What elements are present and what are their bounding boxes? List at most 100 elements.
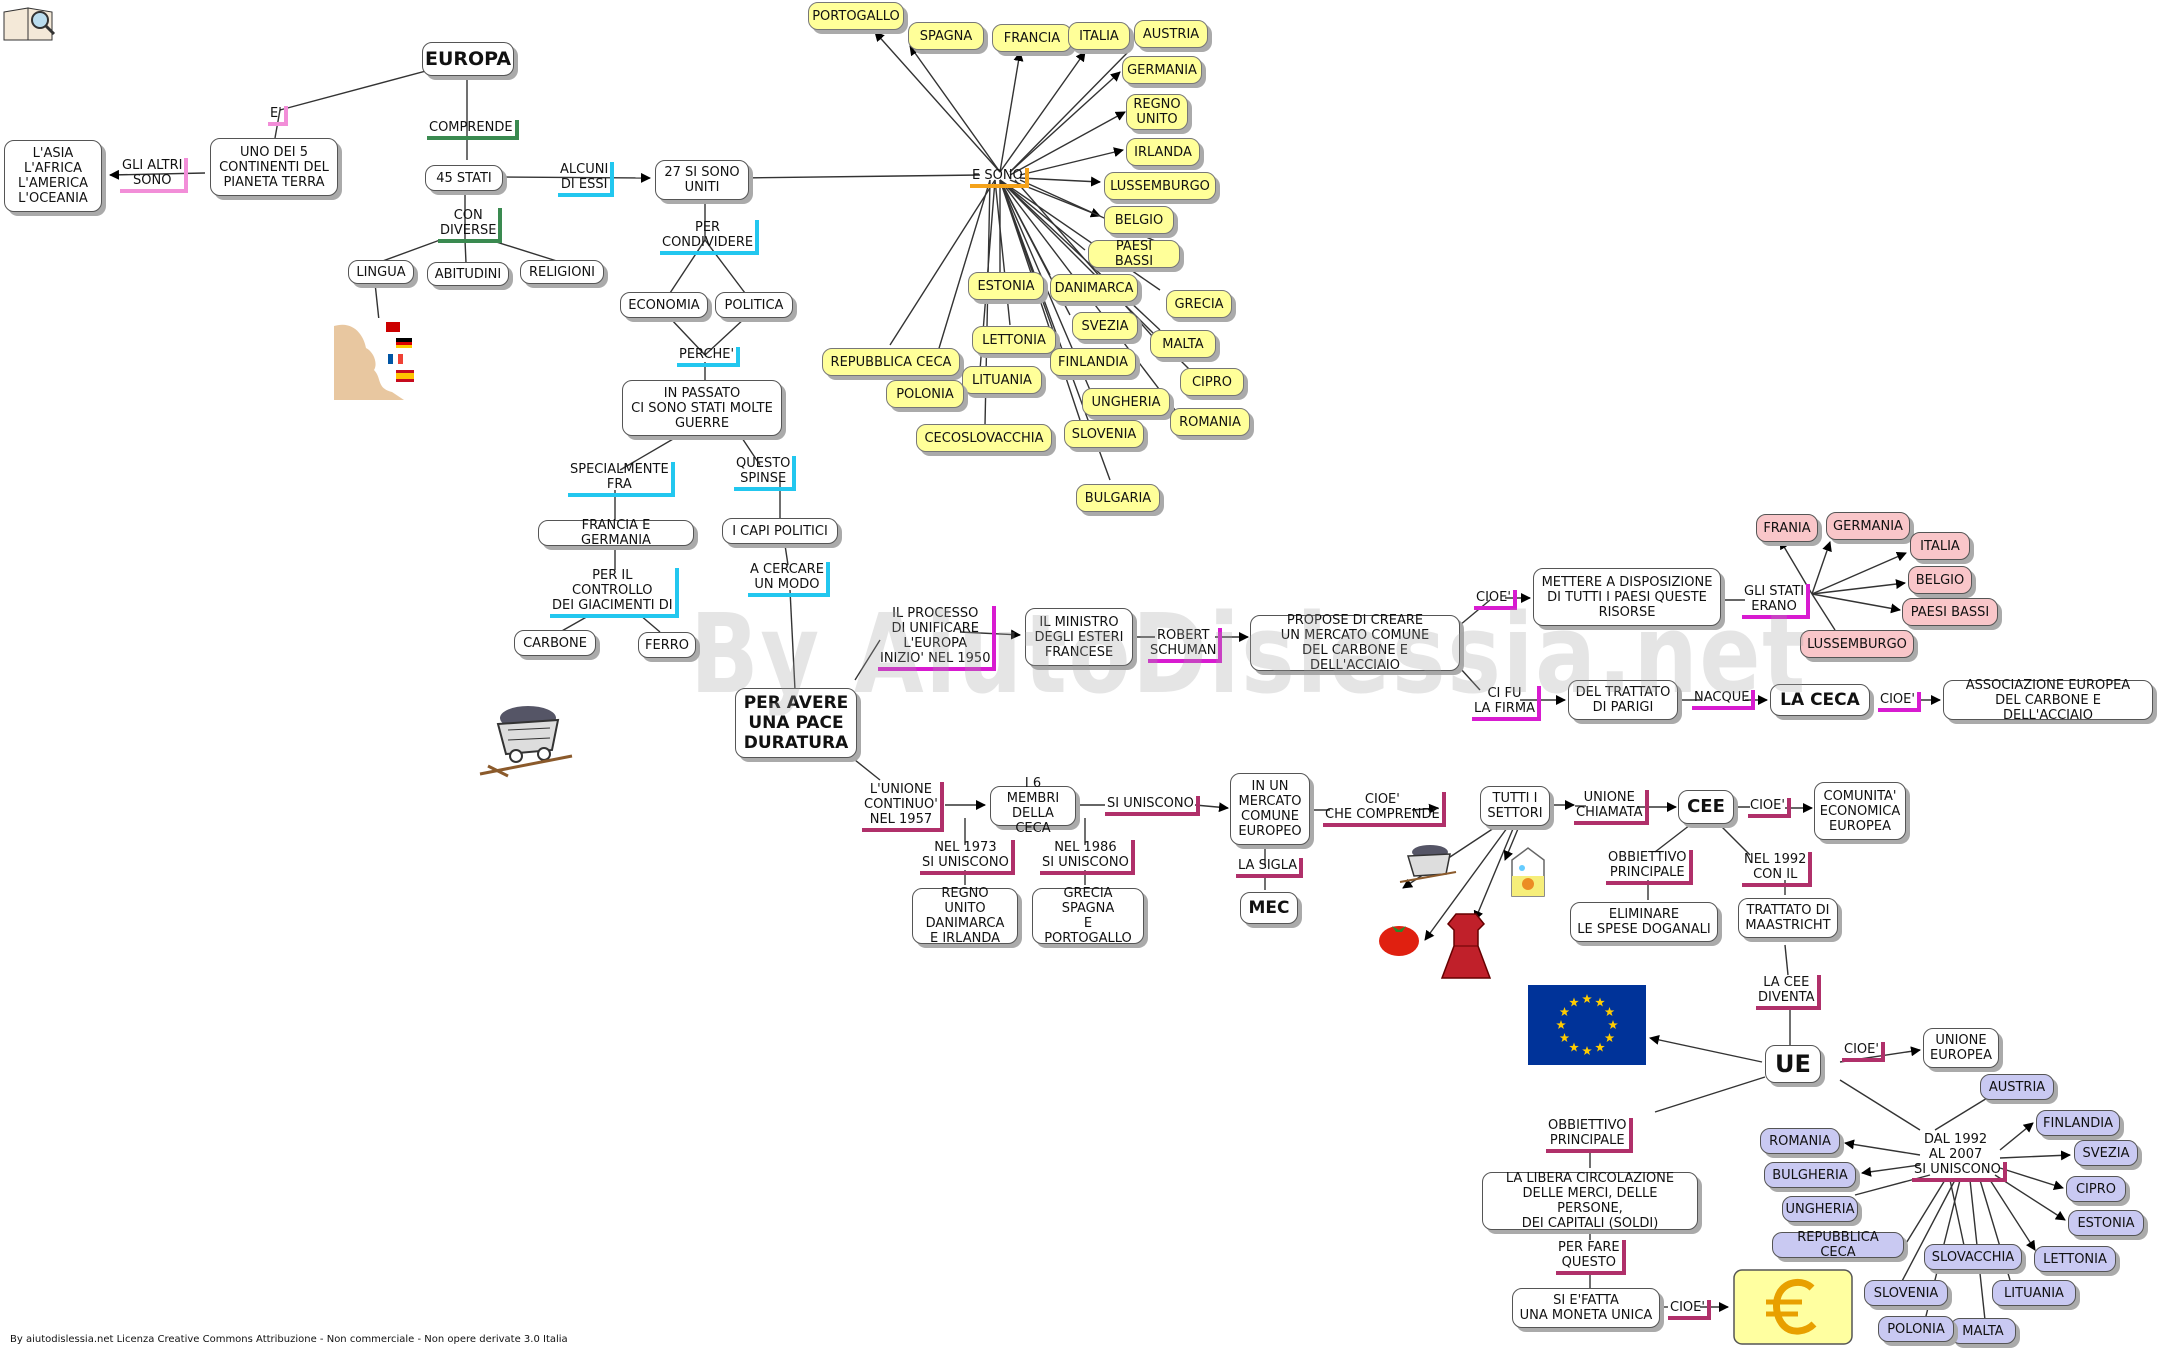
country-yellow: SVEZIA	[1072, 312, 1138, 340]
label-e: E'	[268, 106, 288, 126]
node-altri-continenti: L'ASIA L'AFRICA L'AMERICA L'OCEANIA	[4, 140, 102, 212]
country-yellow: ESTONIA	[968, 272, 1044, 300]
label-si-uniscono-2: SI UNISCONO	[1912, 1162, 2007, 1182]
euro-sign-image	[1733, 1269, 1853, 1345]
node-uno-dei-5: UNO DEI 5 CONTINENTI DEL PIANETA TERRA	[210, 138, 338, 196]
tomato-image	[1379, 926, 1419, 956]
country-yellow: REGNO UNITO	[1126, 94, 1188, 130]
label-ci-fu-la-firma: CI FU LA FIRMA	[1472, 686, 1542, 721]
label-per-condividere: PER CONDIVIDERE	[660, 220, 760, 255]
country-violet: LITUANIA	[1992, 1280, 2076, 1306]
node-la-ceca: LA CECA	[1770, 684, 1870, 716]
node-europa: EUROPA	[422, 42, 514, 76]
label-e-sono: E SONO	[970, 168, 1029, 188]
country-yellow: REPUBBLICA CECA	[822, 348, 960, 376]
node-politica: POLITICA	[715, 292, 793, 318]
node-guerre: IN PASSATO CI SONO STATI MOLTE GUERRE	[622, 380, 782, 436]
node-moneta-unica: SI E'FATTA UNA MONETA UNICA	[1512, 1288, 1660, 1328]
label-gli-stati-erano: GLI STATI ERANO	[1742, 584, 1811, 619]
license-footer: By aiutodislessia.net Licenza Creative C…	[10, 1334, 568, 1345]
country-yellow: IRLANDA	[1126, 138, 1200, 166]
milk-carton-image	[1511, 847, 1545, 897]
country-pink: PAESI BASSI	[1902, 598, 1998, 626]
node-45-stati: 45 STATI	[425, 165, 503, 191]
eu-star	[1569, 997, 1579, 1007]
eu-star	[1559, 1033, 1570, 1042]
node-mec: MEC	[1240, 892, 1298, 924]
eu-star	[1595, 1042, 1605, 1052]
label-robert-schuman: ROBERT SCHUMAN	[1148, 628, 1223, 663]
country-violet: CIPRO	[2066, 1176, 2126, 1202]
node-economia: ECONOMIA	[620, 292, 708, 318]
node-eliminare: ELIMINARE LE SPESE DOGANALI	[1570, 902, 1718, 942]
country-violet: ROMANIA	[1760, 1128, 1840, 1154]
label-per-fare-questo: PER FARE QUESTO	[1556, 1240, 1626, 1275]
label-dal-1992-al-2007: DAL 1992 AL 2007	[1924, 1132, 1988, 1162]
country-violet: UNGHERIA	[1782, 1196, 1858, 1222]
label-nel-1986: NEL 1986 SI UNISCONO	[1040, 840, 1135, 875]
label-cioe-5: CIOE'	[1668, 1300, 1711, 1320]
label-cioe-che-comprende: CIOE' CHE COMPRENDE	[1323, 792, 1446, 827]
label-questo-spinse: QUESTO SPINSE	[734, 456, 797, 491]
country-yellow: PORTOGALLO	[808, 2, 904, 30]
country-pink: FRANIA	[1756, 514, 1818, 542]
node-associazione: ASSOCIAZIONE EUROPEA DEL CARBONE E DELL'…	[1943, 678, 2153, 723]
country-yellow: PAESI BASSI	[1088, 239, 1180, 269]
country-yellow: DANIMARCA	[1050, 274, 1138, 302]
label-si-uniscono: SI UNISCONO	[1105, 796, 1200, 816]
country-violet: FINLANDIA	[2036, 1110, 2120, 1136]
label-con-diverse: CON DIVERSE	[438, 208, 503, 243]
label-obbiettivo-2: OBBIETTIVO PRINCIPALE	[1546, 1118, 1633, 1153]
mine-cart-image	[479, 706, 573, 778]
label-alcuni-di-essi: ALCUNI DI ESSI	[558, 162, 615, 197]
node-carbone: CARBONE	[514, 630, 596, 656]
country-pink: BELGIO	[1908, 566, 1972, 594]
label-gli-altri-sono: GLI ALTRI SONO	[120, 158, 189, 193]
country-yellow: AUSTRIA	[1134, 20, 1208, 48]
eu-star	[1569, 1042, 1579, 1052]
country-yellow: GRECIA	[1166, 290, 1232, 318]
country-violet: ESTONIA	[2068, 1210, 2144, 1236]
country-yellow: LETTONIA	[972, 326, 1056, 354]
node-6-membri: I 6 MEMBRI DELLA CECA	[990, 776, 1076, 836]
node-francia-germania: FRANCIA E GERMANIA	[538, 518, 694, 548]
node-maastricht: TRATTATO DI MAASTRICHT	[1738, 898, 1838, 938]
country-violet: MALTA	[1950, 1318, 2016, 1344]
node-ferro: FERRO	[638, 632, 696, 658]
label-cioe-2: CIOE'	[1878, 692, 1921, 712]
label-nel-1973: NEL 1973 SI UNISCONO	[920, 840, 1015, 875]
country-violet: SVEZIA	[2074, 1140, 2138, 1166]
node-abitudini: ABITUDINI	[427, 262, 509, 286]
label-cioe-1: CIOE'	[1474, 590, 1517, 610]
node-tutti-settori: TUTTI I SETTORI	[1480, 786, 1550, 826]
node-mercato-comune: IN UN MERCATO COMUNE EUROPEO	[1230, 773, 1310, 845]
node-libera-circolazione: LA LIBERA CIRCOLAZIONE DELLE MERCI, DELL…	[1482, 1171, 1698, 1231]
node-1973-paesi: REGNO UNITO DANIMARCA E IRLANDA	[912, 886, 1018, 946]
node-ministro: IL MINISTRO DEGLI ESTERI FRANCESE	[1025, 608, 1133, 666]
country-yellow: SLOVENIA	[1064, 420, 1144, 448]
label-nel-1992: NEL 1992 CON IL	[1742, 852, 1813, 887]
country-yellow: ROMANIA	[1170, 408, 1250, 436]
country-yellow: CIPRO	[1180, 368, 1244, 396]
node-unione-europea: UNIONE EUROPEA	[1923, 1028, 1999, 1068]
label-obbiettivo-1: OBBIETTIVO PRINCIPALE	[1606, 850, 1693, 885]
country-yellow: UNGHERIA	[1082, 388, 1170, 416]
country-violet: POLONIA	[1878, 1316, 1954, 1342]
node-cee: CEE	[1678, 790, 1734, 824]
mine-cart-image	[1399, 845, 1457, 883]
book-icon	[3, 7, 56, 41]
country-violet: SLOVENIA	[1864, 1280, 1948, 1306]
country-violet: BULGHERIA	[1764, 1162, 1856, 1188]
eu-star	[1604, 1007, 1615, 1016]
eu-flag-image	[1528, 985, 1646, 1065]
label-la-sigla: LA SIGLA	[1236, 858, 1304, 878]
eu-star	[1556, 1020, 1566, 1029]
label-comprende: COMPRENDE	[427, 120, 519, 140]
node-27-uniti: 27 SI SONO UNITI	[655, 160, 749, 200]
label-cee-diventa: LA CEE DIVENTA	[1756, 975, 1821, 1010]
label-specialmente-fra: SPECIALMENTE FRA	[568, 462, 675, 497]
node-proposta: PROPOSE DI CREARE UN MERCATO COMUNE DEL …	[1250, 613, 1460, 673]
label-unione-chiamata: UNIONE CHIAMATA	[1574, 790, 1649, 825]
country-yellow: GERMANIA	[1122, 56, 1202, 84]
